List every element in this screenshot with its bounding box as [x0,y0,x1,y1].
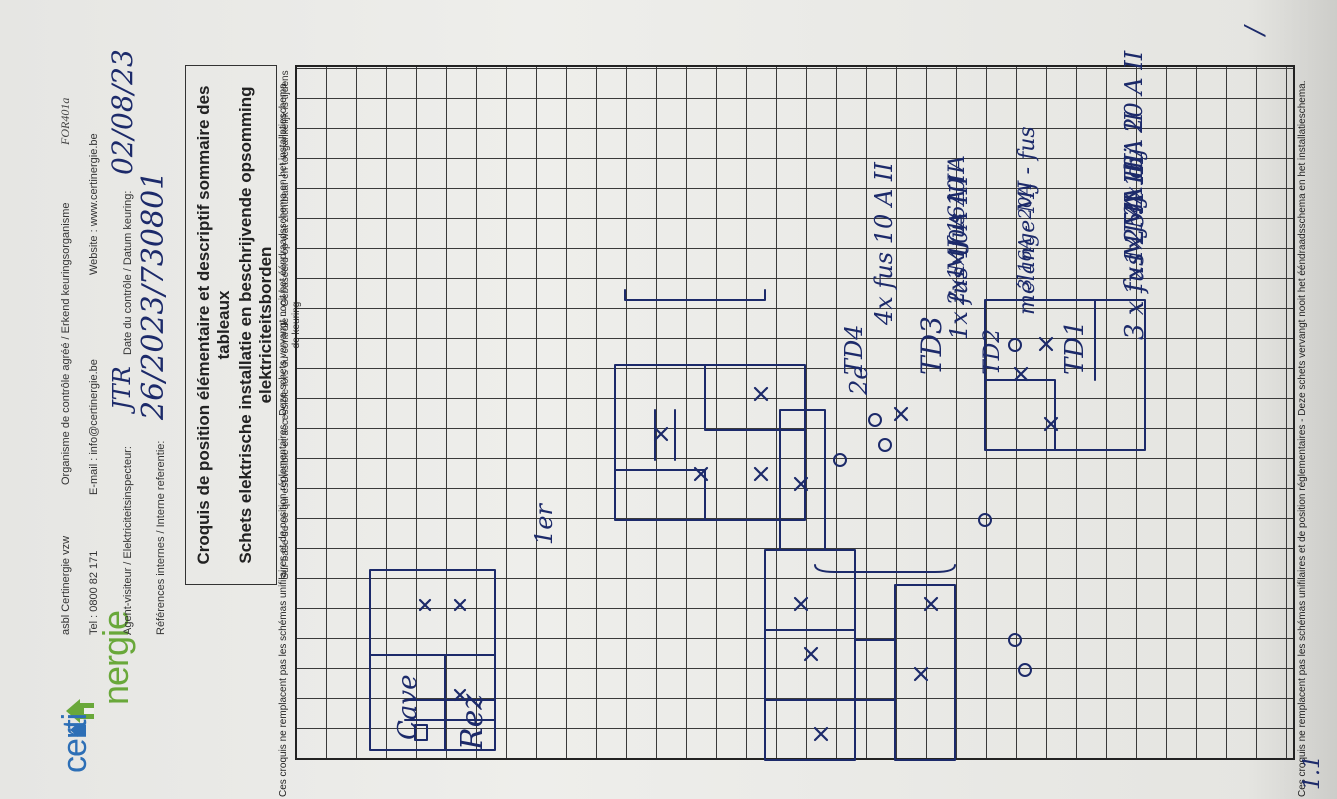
td4-line-1: 4x fus 10 A II [870,162,898,325]
rez-label: Rez [455,693,490,750]
form-code: FOR401a [58,97,72,145]
td3-line-3: 1x fus 10 A [945,155,970,280]
tel-text: Tel : 0800 82 171 [88,550,100,635]
title-line-nl: Schets elektrische installatie en beschr… [236,86,275,564]
floor1-label: 1er [530,504,558,545]
inspection-sheet: certi nergie asbl Certinergie vzw Organi… [10,5,1325,798]
cave-label: Cave [393,674,423,740]
td1-line-4: 4x dij. 20 A II [1120,50,1148,215]
title-box: Croquis de position élémentaire et descr… [185,65,302,585]
td1-label: TD1 [1060,320,1090,375]
house-logo-icon [66,699,94,737]
td4-label: TD4 [840,324,868,375]
ref-value: 26/2023/730801 [136,170,171,420]
page-number: 1.1 [1300,755,1325,790]
title-line-fr: Croquis de position élémentaire et descr… [194,85,233,565]
inspector-value: JTR [108,366,136,410]
org-name: asbl Certinergie vzw [60,535,72,635]
td2-line-2: 3 16A - 20A [1015,183,1036,290]
disclaimer-bottom: Ces croquis ne remplacent pas les schéma… [1297,80,1308,798]
ref-label: Références internes / Interne referentie… [155,440,167,635]
org-role: Organisme de contrôle agréé / Erkend keu… [60,202,72,485]
td2-label: TD2 [980,328,1005,375]
floorplan-sketch [369,289,1146,761]
margin-tick: / [1240,26,1270,35]
logo-certi-text: certi [56,713,94,773]
date-label: Date du contrôle / Datum keuring: [122,190,134,355]
email-text: E-mail : info@certinergie.be [88,359,100,495]
inspector-label: Agent-visiteur / Elektriciteitsinspecteu… [122,446,134,635]
disclaimer-top: Ces croquis ne remplacent pas les schéma… [278,80,289,798]
date-value: 02/08/23 [106,49,139,175]
website-text: Website : www.certinergie.be [88,133,100,275]
td3-label: TD3 [915,316,948,375]
